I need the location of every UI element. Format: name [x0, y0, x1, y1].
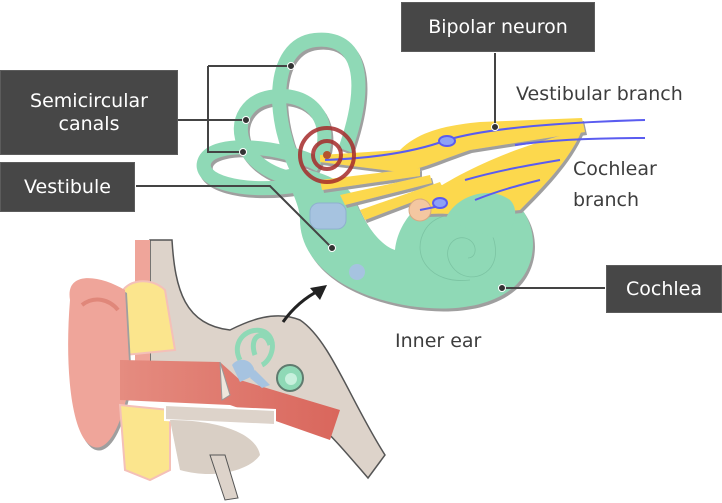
cochlea-apex — [445, 192, 516, 240]
inner-ear-annotation: Inner ear — [395, 330, 482, 352]
cochlea-label: Cochlea — [606, 265, 722, 313]
vestibule-label-text: Vestibule — [24, 175, 111, 198]
leader-dots — [239, 62, 506, 292]
bipolar-neuron-label: Bipolar neuron — [401, 2, 595, 52]
cochlear-neuron-body — [432, 197, 448, 209]
cochlea-label-text: Cochlea — [626, 277, 702, 300]
target-marker — [298, 126, 356, 184]
saccule — [349, 264, 365, 280]
leader-lines — [136, 53, 605, 289]
semicircular-canals — [196, 32, 366, 196]
vestibule-label: Vestibule — [0, 162, 135, 212]
cochlear-branch-annotation-line2: branch — [573, 189, 640, 211]
semicircular-canals-label-line1: Semicircular — [30, 89, 148, 112]
semicircular-canals-label-line2: canals — [58, 112, 120, 135]
bipolar-neuron-body — [438, 135, 456, 147]
utricle — [309, 202, 347, 230]
vestibulocochlear-nerve — [320, 118, 585, 220]
semicircular-canals-label: Semicircular canals — [0, 70, 178, 155]
vestibular-branch-annotation: Vestibular branch — [516, 83, 683, 105]
target-center — [323, 151, 331, 159]
cochlea-spiral — [419, 214, 496, 281]
cochlear-branch-annotation-line1: Cochlear — [573, 158, 657, 180]
bipolar-neuron-label-text: Bipolar neuron — [428, 15, 568, 38]
outer-ear-cross-section — [68, 239, 386, 501]
